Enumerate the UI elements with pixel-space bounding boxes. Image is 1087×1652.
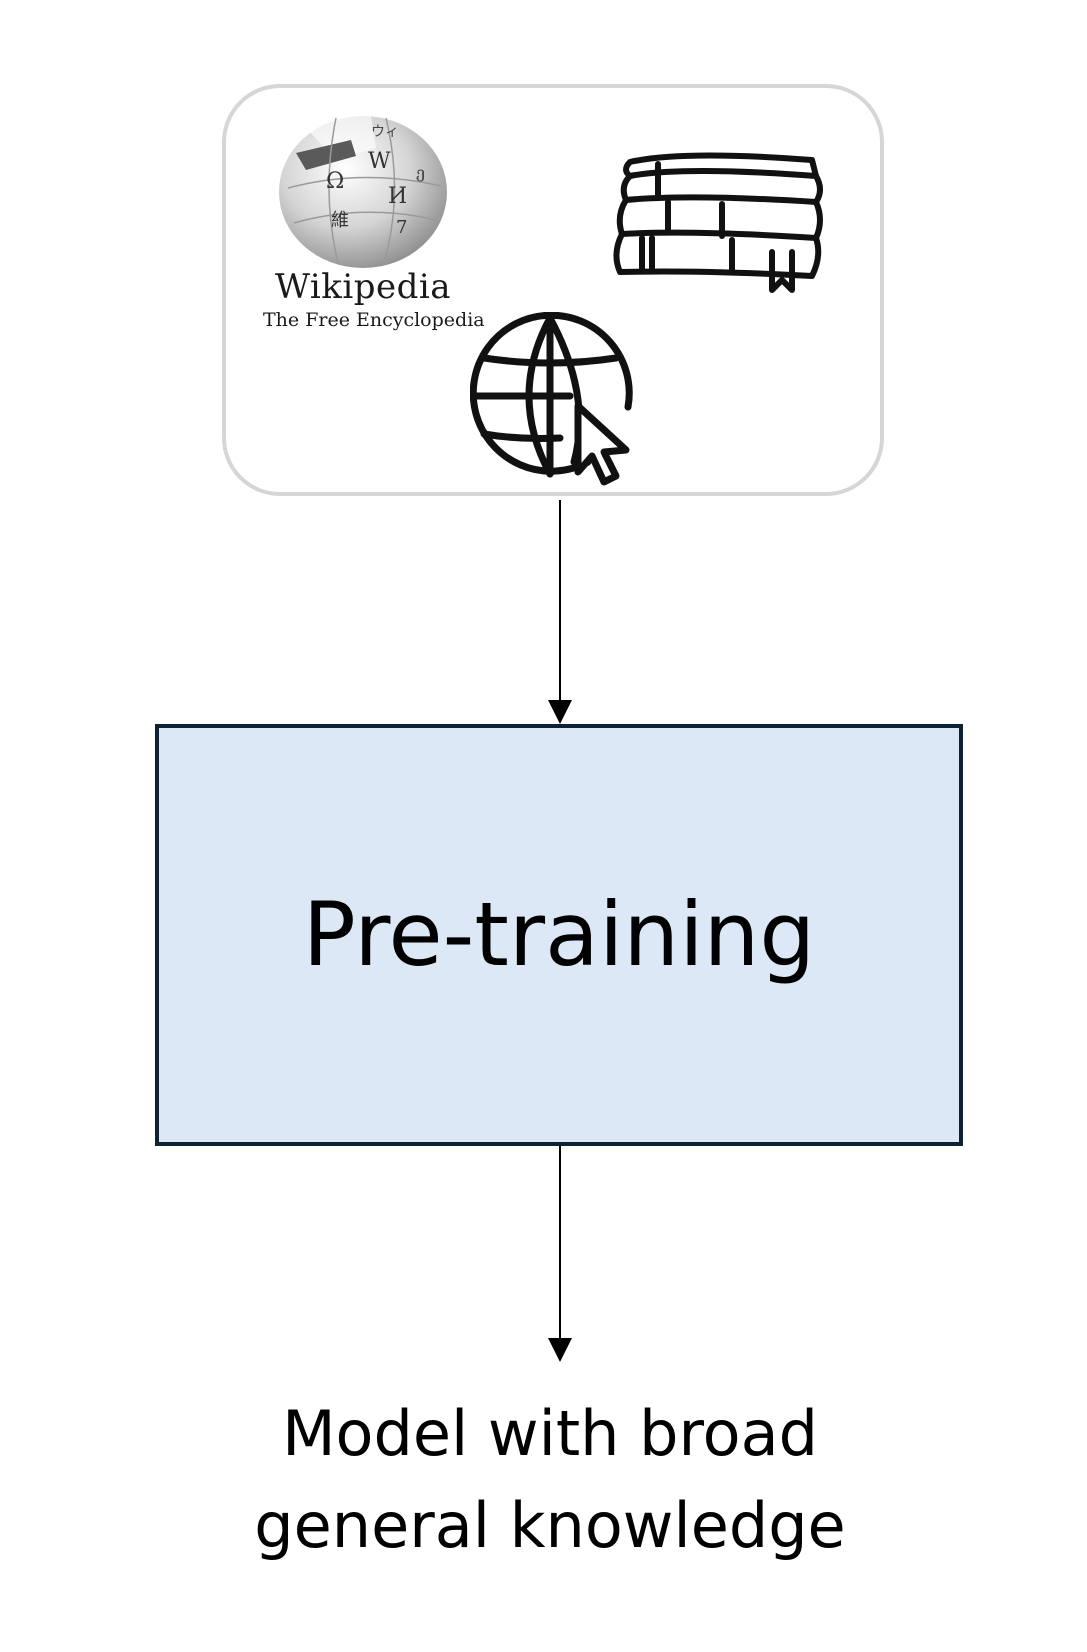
- svg-text:ウィ: ウィ: [371, 124, 399, 140]
- arrowhead-model: [548, 1338, 572, 1362]
- svg-text:維: 維: [331, 210, 349, 231]
- output-caption: Model with broad general knowledge: [180, 1388, 920, 1572]
- svg-text:Ω: Ω: [326, 169, 344, 194]
- wikipedia-tagline: The Free Encyclopedia: [263, 309, 485, 331]
- svg-text:И: И: [388, 184, 407, 209]
- svg-text:ე: ე: [416, 163, 425, 182]
- svg-text:7: 7: [396, 217, 407, 238]
- web-globe-cursor-icon: [470, 312, 633, 486]
- books-icon: [613, 152, 823, 293]
- output-line-2: general knowledge: [254, 1489, 846, 1562]
- wikipedia-globe-icon: Ω W И 維 7 ე ウィ: [279, 115, 447, 268]
- svg-text:W: W: [368, 149, 391, 174]
- arrowhead-pretraining: [548, 700, 572, 724]
- wikipedia-logo: Ω W И 維 7 ე ウィ Wikipedia The Free Encycl…: [263, 108, 485, 338]
- output-line-1: Model with broad: [282, 1397, 818, 1470]
- wikipedia-wordmark: Wikipedia: [275, 267, 451, 307]
- pretraining-box: Pre-training: [155, 724, 963, 1146]
- pretraining-label: Pre-training: [302, 883, 816, 986]
